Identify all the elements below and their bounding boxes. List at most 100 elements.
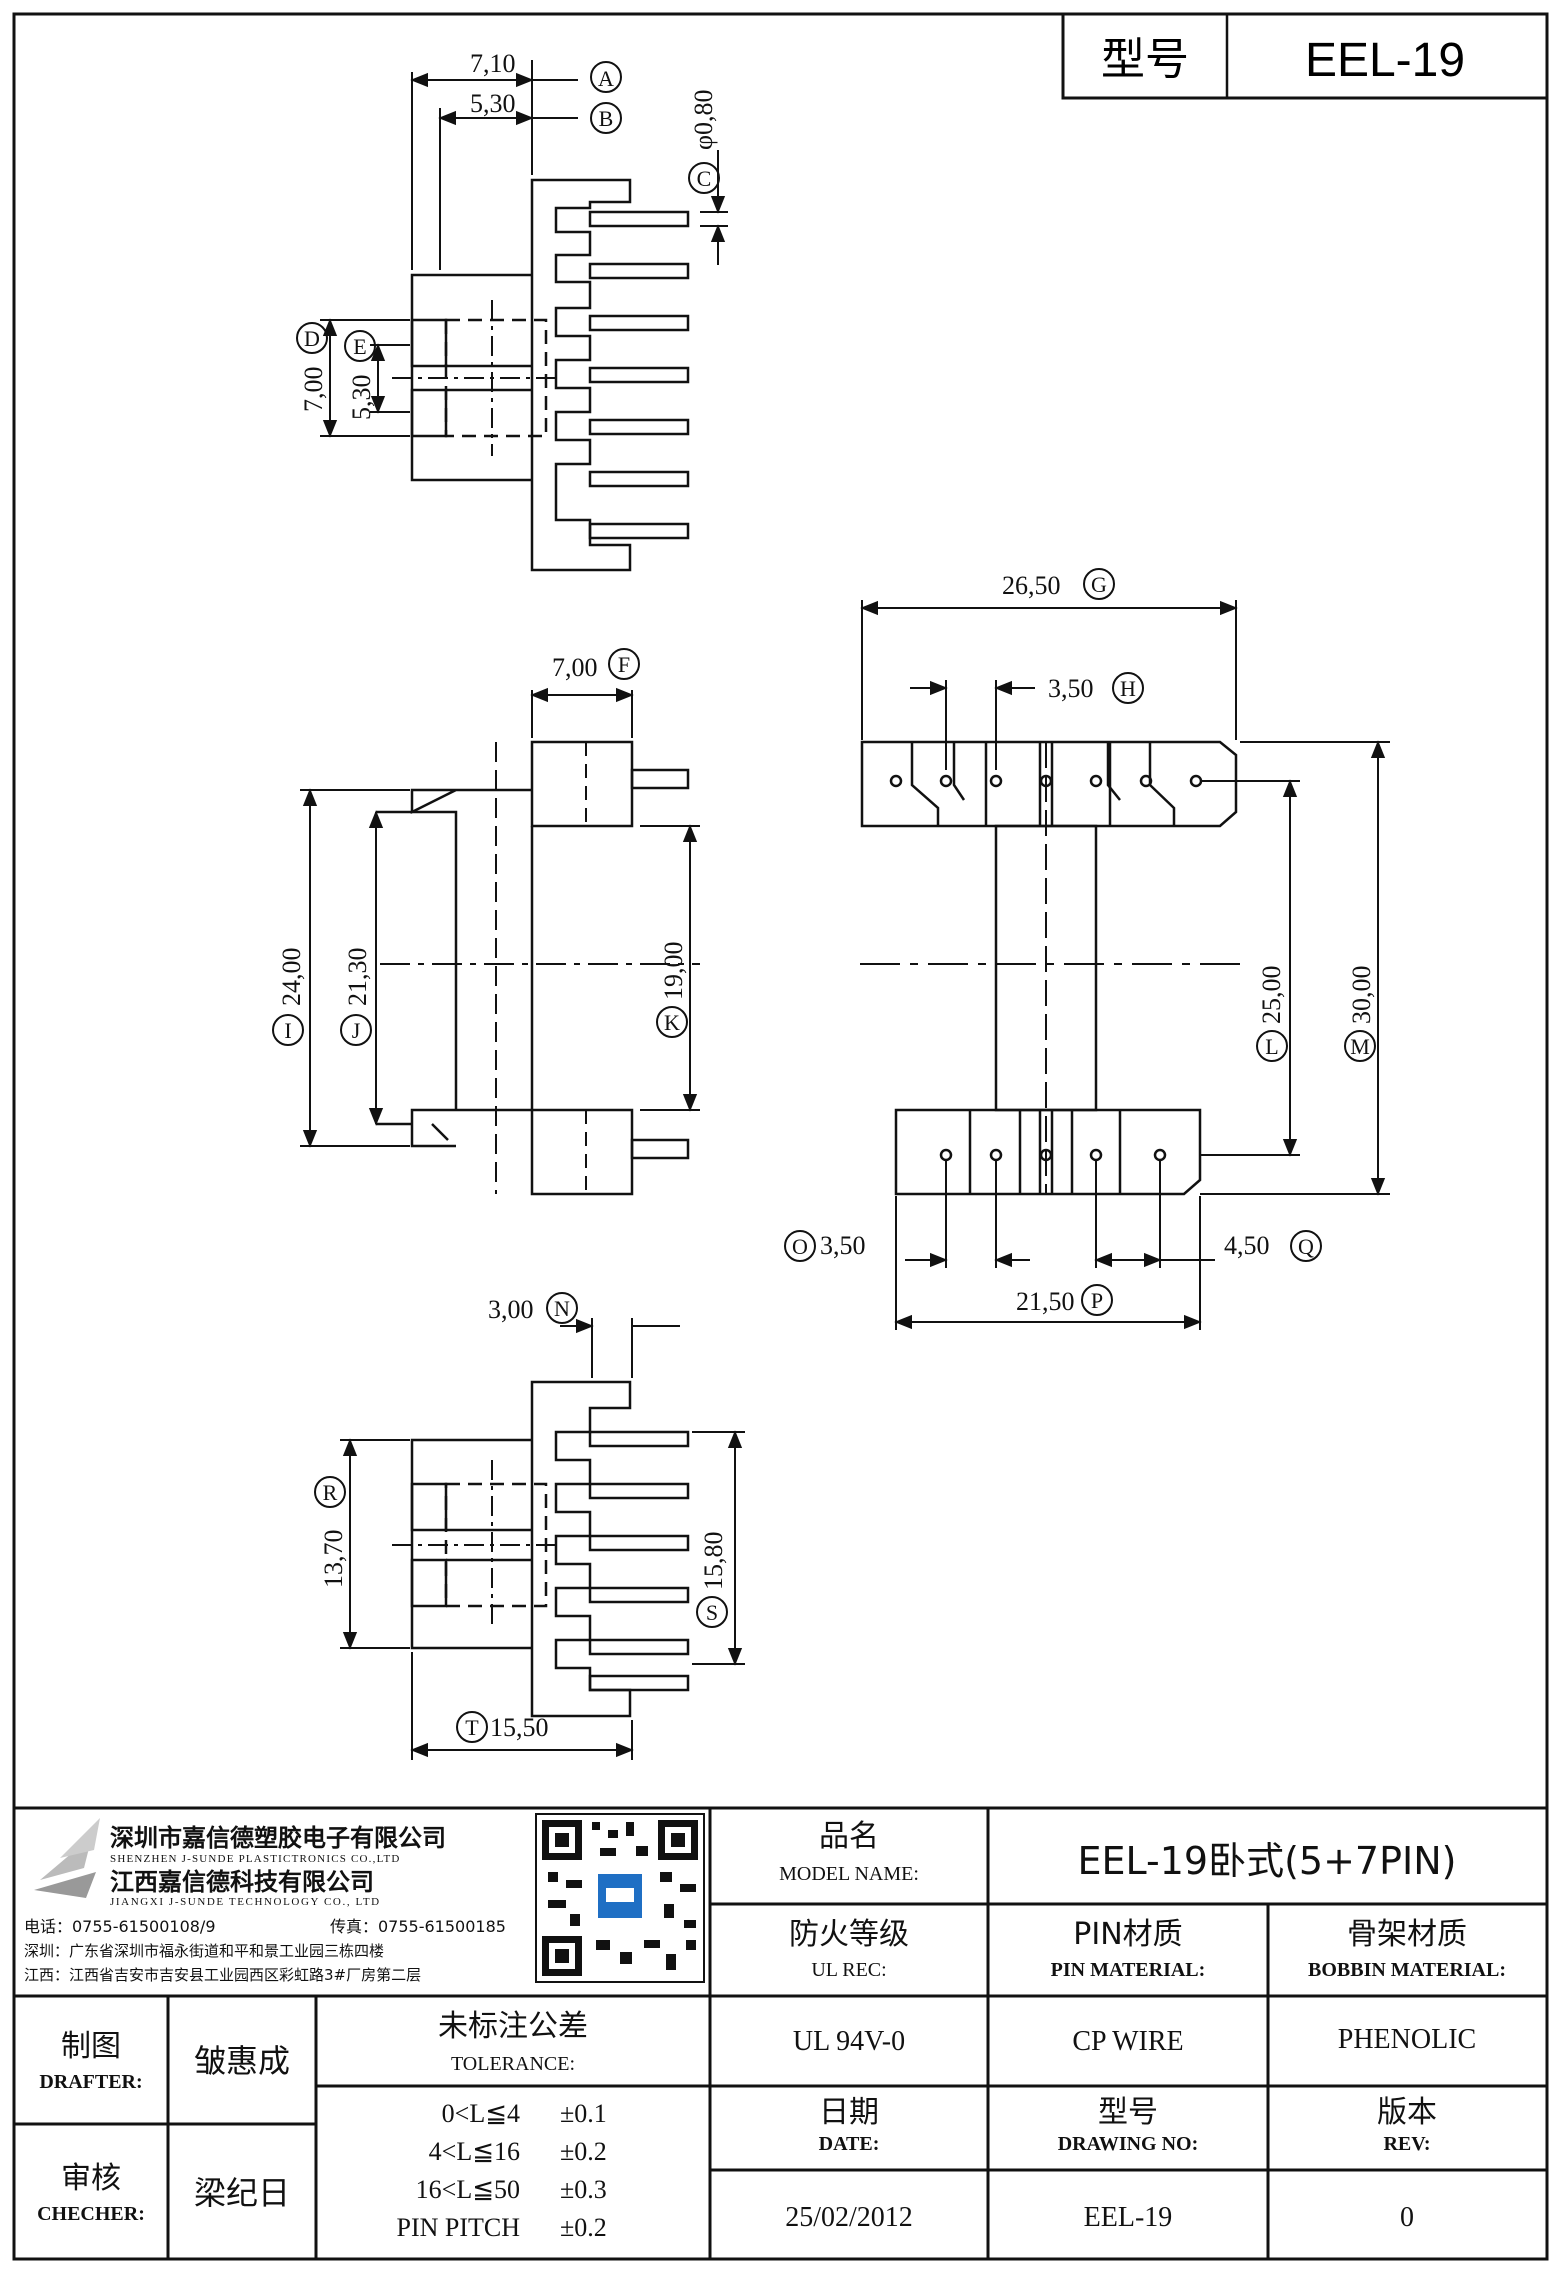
- dim-b-letter: B: [599, 106, 614, 131]
- pin-material-en: PIN MATERIAL:: [1051, 1959, 1206, 1981]
- tolerance-range-1: 0<L≦4: [442, 2099, 520, 2128]
- tolerance-range-3: 16<L≦50: [416, 2175, 520, 2204]
- dim-g-value: 26,50: [1002, 571, 1061, 600]
- header-model-box: 型号 EEL-19: [1061, 12, 1549, 100]
- dim-t-value: 15,50: [490, 1713, 549, 1742]
- company-name-cn-1: 深圳市嘉信德塑胶电子有限公司: [110, 1824, 446, 1852]
- dim-r-value: 13,70: [319, 1530, 348, 1589]
- date-value: 25/02/2012: [785, 2202, 913, 2233]
- drafter-name: 皱惠成: [194, 2042, 290, 2080]
- dim-a-value: 7,10: [470, 49, 516, 78]
- company-name-en-1: SHENZHEN J-SUNDE PLASTICTRONICS CO.,LTD: [110, 1853, 401, 1865]
- company-name-en-2: JIANGXI J-SUNDE TECHNOLOGY CO., LTD: [110, 1896, 381, 1908]
- dim-o-value: 3,50: [820, 1231, 866, 1260]
- drawing-no-en: DRAWING NO:: [1058, 2133, 1199, 2155]
- dim-e-letter: E: [353, 334, 366, 359]
- dim-t-letter: T: [465, 1715, 479, 1740]
- bobbin-material-value: PHENOLIC: [1338, 2024, 1476, 2055]
- tolerance-range-2: 4<L≦16: [429, 2137, 520, 2166]
- title-block: [14, 1806, 1547, 2259]
- tolerance-en: TOLERANCE:: [451, 2053, 575, 2075]
- tolerance-range-4: PIN PITCH: [396, 2213, 520, 2242]
- dim-h-value: 3,50: [1048, 674, 1094, 703]
- sheet-border: [12, 12, 1549, 2261]
- rev-en: REV:: [1383, 2133, 1430, 2155]
- tolerance-value-3: ±0.3: [560, 2175, 607, 2204]
- ul-rec-en: UL REC:: [811, 1959, 886, 1981]
- checker-en: CHECHER:: [37, 2203, 145, 2225]
- dim-b-value: 5,30: [470, 89, 516, 118]
- ul-value: UL 94V-0: [793, 2026, 905, 2057]
- bobbin-material-en: BOBBIN MATERIAL:: [1308, 1959, 1506, 1981]
- model-name-value: EEL-19卧式(5+7PIN): [1078, 1839, 1457, 1883]
- header-model-label: 型号: [1101, 34, 1189, 85]
- side-view-top-dims: [320, 60, 728, 438]
- model-name-en: MODEL NAME:: [779, 1863, 919, 1885]
- company-address-sz: 深圳：广东省深圳市福永街道和平和景工业园三栋四楼: [24, 1942, 384, 1960]
- company-name-cn-2: 江西嘉信德科技有限公司: [110, 1868, 374, 1896]
- dim-s-letter: S: [706, 1600, 718, 1625]
- side-view-top: [392, 178, 690, 572]
- dim-d-letter: D: [304, 326, 320, 351]
- header-model-value: EEL-19: [1305, 34, 1465, 87]
- dim-i-value: 24,00: [277, 948, 306, 1007]
- company-phone: 电话：0755-61500108/9: [24, 1917, 216, 1936]
- dim-p-letter: P: [1091, 1288, 1103, 1313]
- dim-f-letter: F: [618, 652, 630, 677]
- checker-cn: 审核: [61, 2161, 121, 2196]
- dim-h-letter: H: [1120, 676, 1136, 701]
- tolerance-value-4: ±0.2: [560, 2213, 607, 2242]
- dim-n-letter: N: [554, 1296, 570, 1321]
- dim-g-letter: G: [1091, 572, 1107, 597]
- pin-material-cn: PIN材质: [1073, 1917, 1182, 1952]
- dim-n-value: 3,00: [488, 1295, 534, 1324]
- title-block-texts: 品名 MODEL NAME: EEL-19卧式(5+7PIN) 防火等级 UL …: [37, 1819, 1506, 2242]
- tolerance-value-2: ±0.2: [560, 2137, 607, 2166]
- top-view: [860, 740, 1240, 1196]
- company-logo: [34, 1818, 100, 1898]
- dim-p-value: 21,50: [1016, 1287, 1075, 1316]
- dim-f-value: 7,00: [552, 653, 598, 682]
- dim-r-letter: R: [323, 1480, 338, 1505]
- dim-k-letter: K: [664, 1010, 680, 1035]
- dim-m-value: 30,00: [1347, 966, 1376, 1025]
- dim-a-letter: A: [598, 66, 614, 91]
- rev-cn: 版本: [1377, 2095, 1437, 2130]
- pin-material-value: CP WIRE: [1072, 2026, 1183, 2057]
- drawing-no-value: EEL-19: [1084, 2202, 1173, 2233]
- dim-e-value: 5,30: [347, 375, 376, 421]
- drafter-cn: 制图: [61, 2029, 121, 2064]
- dim-j-letter: J: [352, 1018, 361, 1043]
- top-view-dims: [860, 600, 1390, 1330]
- date-cn: 日期: [819, 2095, 879, 2130]
- dim-d-value: 7,00: [299, 367, 328, 413]
- dimension-labels: 7,10 A 5,30 B φ0,80 C 7,00 D 5,30 E 7,00…: [272, 49, 1376, 1743]
- model-name-cn: 品名: [819, 1819, 879, 1854]
- dim-k-value: 19,00: [659, 942, 688, 1001]
- date-en: DATE:: [819, 2133, 880, 2155]
- side-view-bottom-dims: [340, 1318, 745, 1760]
- tolerance-value-1: ±0.1: [560, 2099, 607, 2128]
- dim-c-value: φ0,80: [689, 89, 718, 150]
- dim-c-letter: C: [697, 166, 712, 191]
- company-block: 深圳市嘉信德塑胶电子有限公司 SHENZHEN J-SUNDE PLASTICT…: [24, 1813, 705, 1984]
- checker-name: 梁纪日: [194, 2174, 290, 2212]
- dim-i-letter: I: [284, 1018, 291, 1043]
- dim-l-value: 25,00: [1257, 966, 1286, 1025]
- bobbin-material-cn: 骨架材质: [1347, 1917, 1467, 1952]
- dim-s-value: 15,80: [699, 1532, 728, 1591]
- drafter-en: DRAFTER:: [39, 2071, 142, 2093]
- ul-rec-cn: 防火等级: [789, 1917, 909, 1952]
- dim-j-value: 21,30: [343, 948, 372, 1007]
- tolerance-cn: 未标注公差: [438, 2009, 588, 2044]
- dim-l-letter: L: [1265, 1034, 1278, 1059]
- front-view-dims: [300, 687, 700, 1148]
- rev-value: 0: [1400, 2202, 1414, 2233]
- dim-o-letter: O: [792, 1234, 808, 1259]
- front-view: [376, 740, 700, 1196]
- dim-q-value: 4,50: [1224, 1231, 1270, 1260]
- company-fax: 传真：0755-61500185: [330, 1917, 506, 1936]
- drawing-no-cn: 型号: [1098, 2095, 1158, 2130]
- qr-code-icon: [535, 1813, 705, 1983]
